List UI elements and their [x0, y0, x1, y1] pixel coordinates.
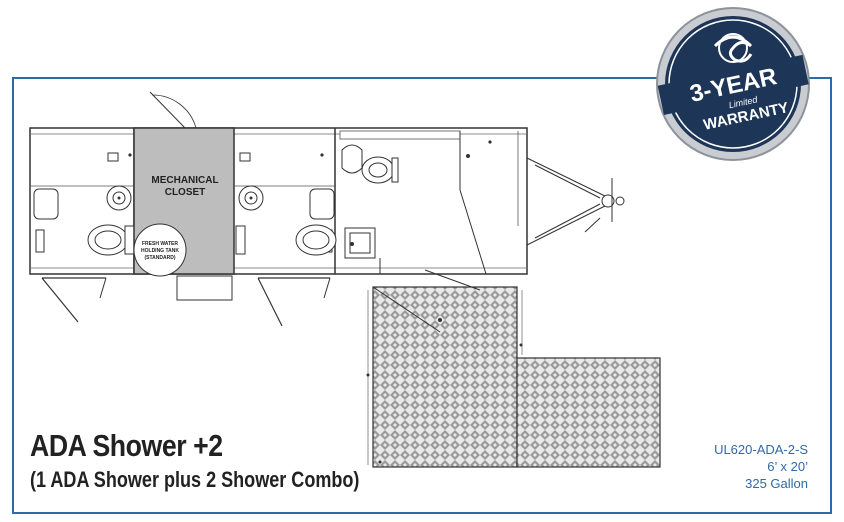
- wave-logo-icon: [713, 33, 753, 63]
- tank-label-3: (STANDARD): [144, 255, 175, 261]
- ramp-extension: [516, 357, 661, 468]
- warranty-badge: 3-YEAR Limited WARRANTY: [656, 7, 810, 161]
- closet-label-2: CLOSET: [165, 187, 206, 198]
- tank-capacity: 325 Gallon: [745, 476, 808, 491]
- ramp-platform: [372, 286, 518, 468]
- page-title: ADA Shower +2: [30, 428, 223, 463]
- ada-room: [339, 130, 519, 275]
- trailer-hitch: [526, 157, 625, 246]
- page-subtitle: (1 ADA Shower plus 2 Shower Combo): [30, 467, 360, 492]
- spec-block: UL620-ADA-2-S 6’ x 20’ 325 Gallon: [714, 441, 808, 492]
- tank-label-1: FRESH WATER: [142, 241, 178, 247]
- closet-label-1: MECHANICAL: [151, 175, 218, 186]
- diagram-frame: [12, 77, 832, 514]
- shower-room-right: [234, 128, 337, 327]
- tank-label-2: HOLDING TANK: [141, 248, 179, 254]
- model-number: UL620-ADA-2-S: [714, 442, 808, 457]
- mechanical-closet: [133, 91, 235, 301]
- trailer-size: 6’ x 20’: [767, 459, 808, 474]
- shower-room-left: [30, 128, 135, 323]
